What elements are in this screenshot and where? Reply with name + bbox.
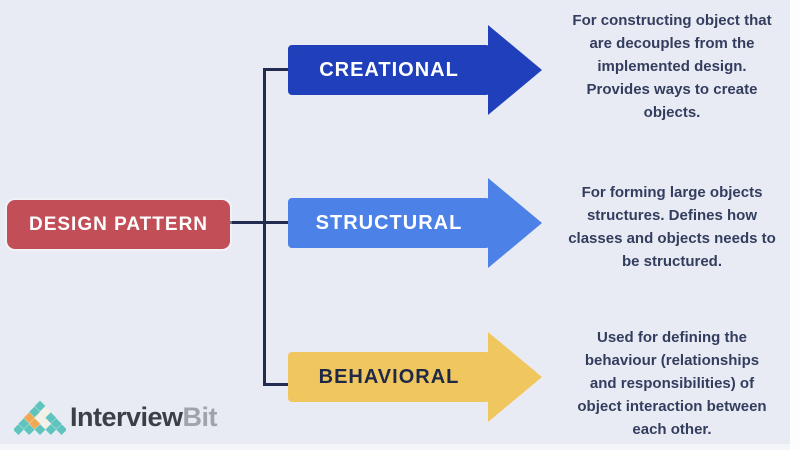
branch-description-creational: For constructing object that are decoupl… — [572, 12, 772, 121]
branch-label-behavioral: BEHAVIORAL — [318, 365, 460, 388]
interviewbit-pyramid-icon — [14, 400, 66, 435]
connector-branch-structural — [263, 221, 290, 224]
branch-arrow-structural: STRUCTURAL — [288, 178, 542, 268]
branch-arrow-creational: CREATIONAL — [288, 25, 542, 115]
connector-trunk — [263, 68, 266, 386]
connector-branch-creational — [263, 68, 290, 71]
branch-label-structural: STRUCTURAL — [315, 211, 463, 234]
branch-description-structural: For forming large objects structures. De… — [568, 184, 776, 270]
connector-root-to-trunk — [228, 221, 266, 224]
branch-label-creational: CREATIONAL — [319, 58, 459, 81]
arrow-shape-behavioral — [288, 332, 542, 422]
connector-branch-behavioral — [263, 383, 290, 386]
bottom-edge-strip — [0, 444, 790, 450]
right-edge-strip — [790, 0, 800, 450]
logo-text-primary: Interview — [70, 402, 183, 432]
arrow-shape-creational — [288, 25, 542, 115]
interviewbit-logo-text: InterviewBit — [70, 402, 218, 433]
design-pattern-node: DESIGN PATTERN — [7, 200, 230, 249]
branch-arrow-behavioral: BEHAVIORAL — [288, 332, 542, 422]
design-pattern-label: DESIGN PATTERN — [28, 213, 209, 235]
interviewbit-logo: InterviewBit — [14, 398, 244, 440]
arrow-shape-structural — [288, 178, 542, 268]
branch-description-behavioral: Used for defining the behaviour (relatio… — [577, 329, 767, 438]
logo-text-secondary: Bit — [182, 402, 218, 432]
